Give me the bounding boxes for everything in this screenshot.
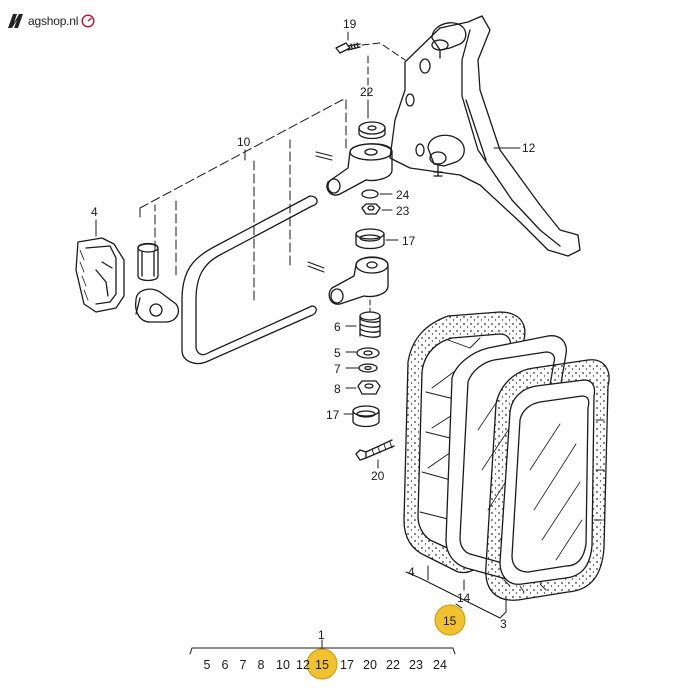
spring-part-6[interactable] <box>359 311 381 338</box>
sequence-part-17[interactable]: 17 <box>340 658 354 672</box>
screw-part-19[interactable] <box>335 42 361 54</box>
mirror-arm-frame-part-10[interactable] <box>181 195 318 365</box>
sequence-part-6[interactable]: 6 <box>222 658 229 672</box>
callout-10[interactable]: 10 <box>237 135 251 149</box>
logo-mark-icon <box>8 14 26 28</box>
nut-part-8[interactable] <box>357 380 381 395</box>
callout-20[interactable]: 20 <box>371 469 385 483</box>
sequence-part-24[interactable]: 24 <box>433 658 447 672</box>
washer-part-5[interactable] <box>356 347 380 359</box>
sequence-part-7[interactable]: 7 <box>240 658 247 672</box>
sequence-part-8[interactable]: 8 <box>258 658 265 672</box>
callout-12[interactable]: 12 <box>522 141 536 155</box>
callout-17-upper[interactable]: 17 <box>402 234 416 248</box>
callout-22[interactable]: 22 <box>360 85 374 99</box>
sequence-part-23[interactable]: 23 <box>409 658 423 672</box>
callout-7[interactable]: 7 <box>334 362 341 376</box>
bushing-part-17-lower[interactable] <box>352 405 380 428</box>
callout-8[interactable]: 8 <box>334 382 341 396</box>
callout-6[interactable]: 6 <box>334 320 341 334</box>
leader-15 <box>455 603 463 609</box>
washer-part-22[interactable] <box>358 121 386 140</box>
callout-1[interactable]: 1 <box>318 628 325 642</box>
leader-4b <box>405 571 507 619</box>
sequence-part-10[interactable]: 10 <box>276 658 290 672</box>
lower-pivot-arm[interactable] <box>328 256 389 305</box>
highlight-marker-15-diagram <box>434 604 466 636</box>
mirror-frame-part-3[interactable] <box>485 359 610 601</box>
site-logo[interactable]: agshop.nl <box>8 12 95 30</box>
bushing-part-17-upper[interactable] <box>355 228 385 250</box>
upper-pivot-arm[interactable] <box>326 143 393 196</box>
sequence-part-20[interactable]: 20 <box>363 658 377 672</box>
sequence-part-12[interactable]: 12 <box>296 658 310 672</box>
callout-17-lower[interactable]: 17 <box>326 408 340 422</box>
clamp-part[interactable] <box>134 288 180 323</box>
nut-part-23[interactable] <box>361 203 381 215</box>
callout-19[interactable]: 19 <box>343 17 357 31</box>
sequence-part-22[interactable]: 22 <box>386 658 400 672</box>
sleeve-part[interactable] <box>137 242 159 282</box>
callout-3[interactable]: 3 <box>500 617 507 631</box>
callout-24[interactable]: 24 <box>396 188 410 202</box>
sequence-part-15[interactable]: 15 <box>315 658 329 672</box>
callout-15[interactable]: 15 <box>443 614 457 628</box>
callout-4-housing[interactable]: 4 <box>408 565 415 579</box>
clip-part-4[interactable] <box>75 237 125 313</box>
washer-part-24[interactable] <box>361 189 379 199</box>
sequence-part-5[interactable]: 5 <box>204 658 211 672</box>
bolt-part-20[interactable] <box>355 439 395 461</box>
mounting-bracket-part[interactable] <box>389 15 581 257</box>
callout-4-clip[interactable]: 4 <box>91 205 98 219</box>
callout-14[interactable]: 14 <box>457 591 471 605</box>
logo-text: agshop.nl <box>28 14 79 28</box>
highlight-marker-15-sequence <box>306 648 338 680</box>
speedometer-icon <box>81 14 95 28</box>
callout-23[interactable]: 23 <box>396 204 410 218</box>
callout-5[interactable]: 5 <box>334 346 341 360</box>
washer-part-7[interactable] <box>358 363 378 373</box>
